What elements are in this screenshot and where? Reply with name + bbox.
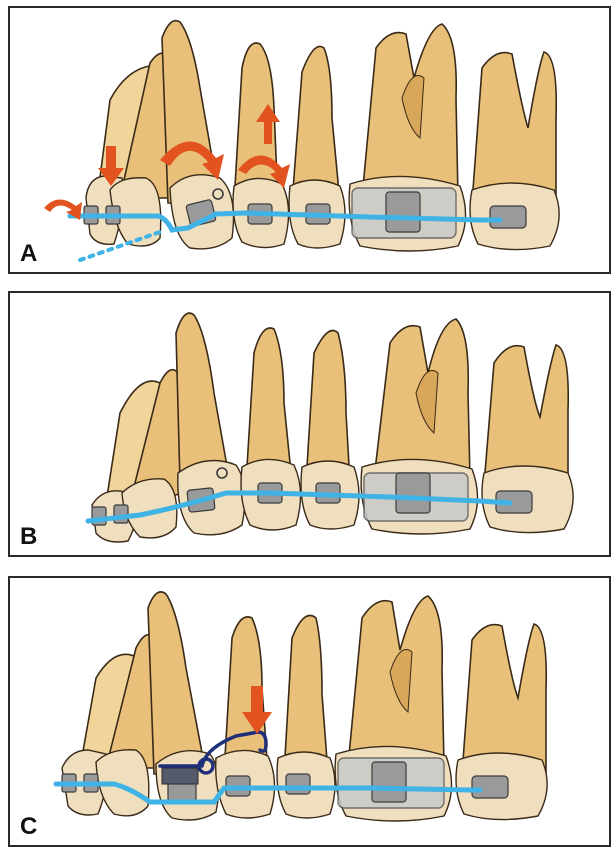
- bracket: [396, 473, 430, 513]
- panel-label: B: [20, 525, 37, 549]
- bracket: [472, 776, 508, 798]
- rotation-arrow: [44, 199, 82, 220]
- panel-a-illustration: [10, 8, 611, 274]
- tooth-root-group: [98, 21, 556, 203]
- bracket: [490, 206, 526, 228]
- panel-label: C: [20, 815, 37, 839]
- panel-c: C: [8, 576, 611, 847]
- tooth-root-group: [80, 592, 546, 774]
- bracket: [114, 505, 128, 523]
- panel-c-illustration: [10, 578, 611, 847]
- bracket: [386, 192, 420, 232]
- bracket: [372, 762, 406, 802]
- tooth-root-canine: [148, 592, 206, 774]
- bracket: [286, 774, 310, 794]
- panel-b: B: [8, 291, 611, 557]
- panel-b-illustration: [10, 293, 611, 557]
- cantilever-auxiliary-tube: [162, 768, 198, 784]
- tooth-root-premolar-2: [284, 616, 328, 775]
- tooth-root-canine: [176, 313, 230, 483]
- panel-label: A: [20, 242, 37, 266]
- tooth-root-molar-2: [484, 345, 568, 485]
- panel-a: A: [8, 6, 611, 274]
- tooth-root-premolar-2: [306, 331, 350, 484]
- tooth-root-molar-2: [472, 52, 556, 203]
- tooth-root-molar-2: [462, 624, 546, 774]
